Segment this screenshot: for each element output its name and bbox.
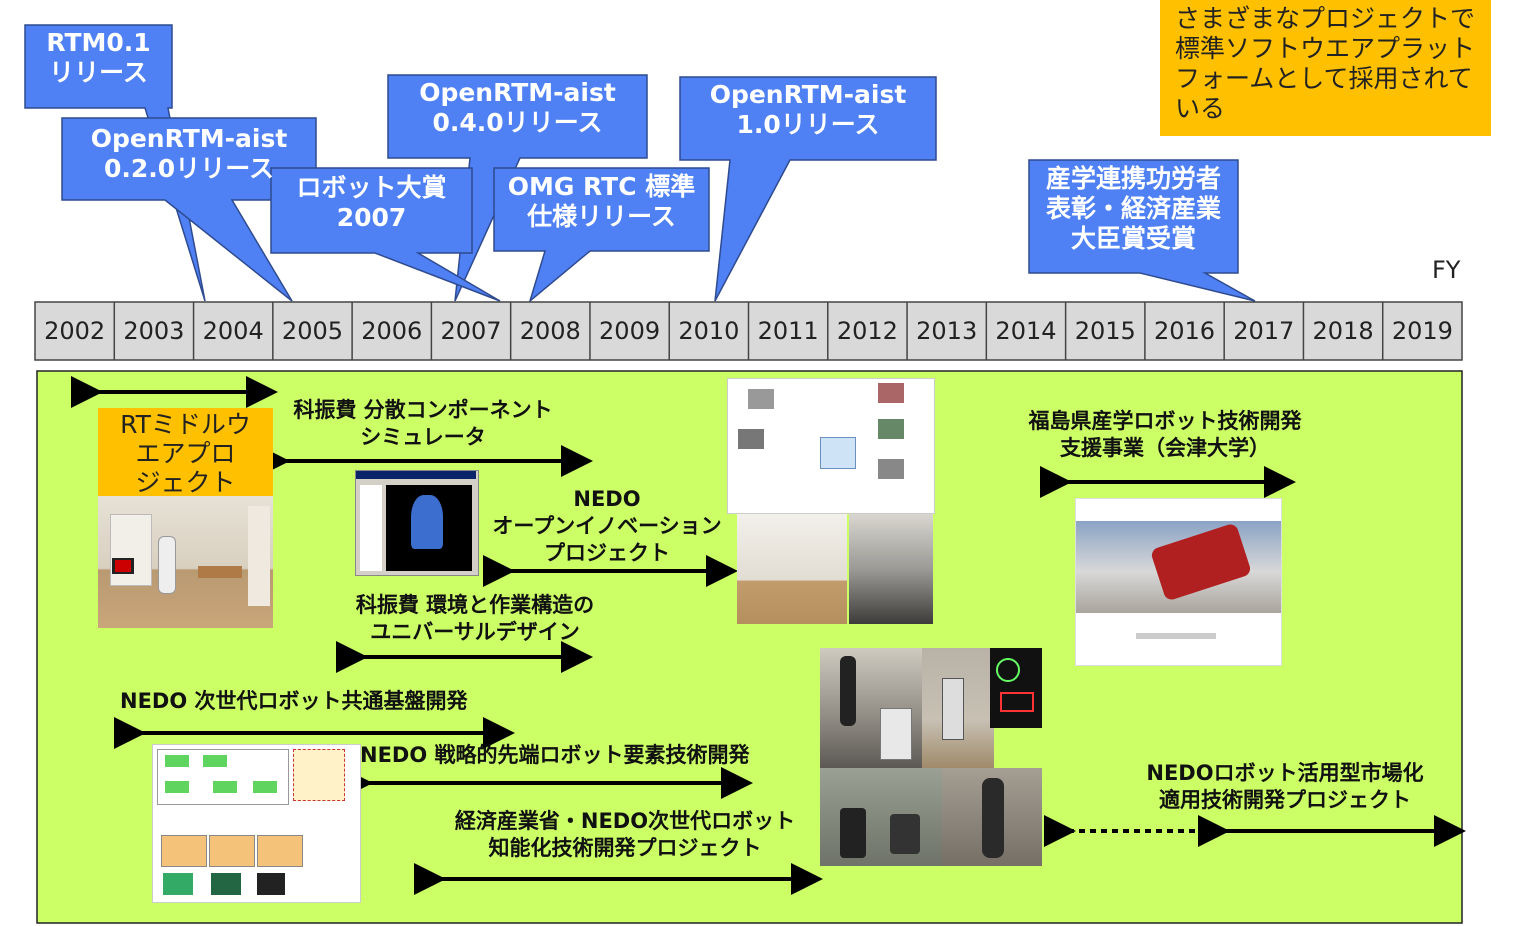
year-2017: 2017 (1233, 317, 1295, 345)
callout-robot-award (270, 167, 501, 302)
callout-text-omg: OMG RTC 標準 仕様リリース (507, 172, 696, 231)
year-2016: 2016 (1153, 317, 1216, 345)
year-2009: 2009 (599, 317, 661, 345)
year-2015: 2015 (1074, 317, 1136, 345)
mobile-robot-photo (820, 768, 942, 866)
label-nedo-next: NEDO 次世代ロボット共通基盤開発 (120, 689, 468, 713)
label-nedo-strategic: NEDO 戦略的先端ロボット要素技術開発 (360, 743, 750, 767)
year-2006: 2006 (361, 317, 423, 345)
year-2011: 2011 (757, 317, 819, 345)
robot-model-icon (411, 495, 443, 549)
year-2010: 2010 (678, 317, 740, 345)
label-kakenhi-sim: 科振費 分散コンポーネント シミュレータ (293, 398, 553, 449)
nedo-open-diagram (727, 378, 935, 514)
label-meti-nedo: 経済産業省・NEDO次世代ロボット 知能化技術開発プロジェクト (454, 809, 796, 860)
label-nedo-market: NEDOロボット活用型市場化 適用技術開発プロジェクト (1146, 761, 1424, 812)
year-2002: 2002 (44, 317, 106, 345)
fy-label: FY (1432, 256, 1461, 284)
label-fukushima: 福島県産学ロボット技術開発 支援事業（会津大学） (1028, 409, 1302, 460)
rt-room-photo (98, 496, 273, 628)
year-2005: 2005 (281, 317, 343, 345)
note-box (1160, 0, 1491, 136)
year-2007: 2007 (440, 317, 502, 345)
rt-logo-icon (115, 560, 131, 572)
label-kakenhi-env: 科振費 環境と作業構造の ユニバーサルデザイン (355, 593, 595, 644)
room-photo-1 (737, 514, 847, 624)
year-2014: 2014 (995, 317, 1057, 345)
year-2003: 2003 (123, 317, 185, 345)
callout-text-rtm01: RTM0.1 リリース (46, 28, 151, 87)
room-photo-2 (849, 514, 933, 624)
fukushima-website (1075, 498, 1282, 666)
callout-text-award: 産学連携功労者 表彰・経済産業 大臣賞受賞 (1045, 164, 1221, 253)
year-2013: 2013 (916, 317, 978, 345)
rt-middleware-label: RTミドルウ エアプロ ジェクト (120, 410, 251, 497)
callout-text-robot-award: ロボット大賞 2007 (296, 173, 447, 232)
callout-omg (493, 167, 710, 304)
vision-photo (990, 648, 1042, 728)
callout-award (1028, 159, 1256, 302)
robot-arm-photo (922, 648, 994, 768)
label-nedo-open: NEDO オープンイノベーション プロジェクト (492, 487, 722, 565)
callout-text-oparist-040: OpenRTM-aist 0.4.0リリース (419, 78, 616, 137)
rt-middleware-box (98, 408, 273, 496)
callout-oparist-100 (679, 76, 937, 302)
simulator-screenshot (355, 470, 479, 576)
callout-oparist-040 (387, 74, 648, 302)
year-2018: 2018 (1312, 317, 1374, 345)
callout-oparist-020 (61, 117, 317, 302)
callout-text-oparist-020: OpenRTM-aist 0.2.0リリース (90, 124, 288, 183)
year-2012: 2012 (836, 317, 898, 345)
callout-text-oparist-100: OpenRTM-aist 1.0リリース (709, 80, 907, 139)
humanoid-robot-photo (942, 768, 1042, 866)
robot-photo-demo (820, 648, 922, 768)
year-2008: 2008 (519, 317, 581, 345)
note-text: さまざまなプロジェクトで標準ソフトウエアプラットフォームとして採用されている (1175, 4, 1476, 123)
year-2019: 2019 (1391, 317, 1453, 345)
architecture-diagram (152, 744, 361, 903)
year-2004: 2004 (202, 317, 264, 345)
